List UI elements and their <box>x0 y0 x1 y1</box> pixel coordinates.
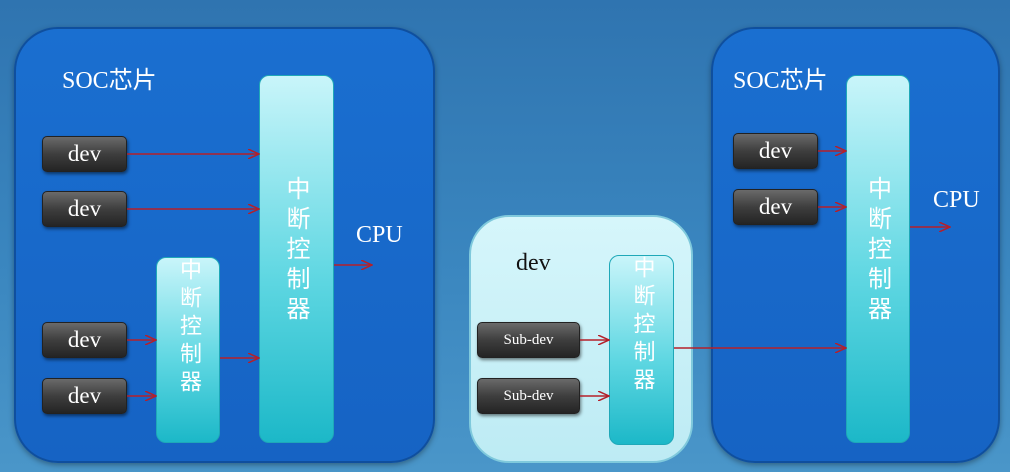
left-main-controller-label: 中断控制器 <box>282 176 310 326</box>
left-dev-4: dev <box>42 378 127 414</box>
left-dev-2: dev <box>42 191 127 227</box>
left-sub-controller-label: 中断控制器 <box>176 258 201 398</box>
middle-interrupt-controller: 中断控制器 <box>609 255 674 445</box>
left-sub-interrupt-controller: 中断控制器 <box>156 257 220 443</box>
right-controller-label: 中断控制器 <box>863 176 892 326</box>
right-cpu-label: CPU <box>933 187 980 213</box>
left-dev-3: dev <box>42 322 127 358</box>
middle-subdev-1: Sub-dev <box>477 322 580 358</box>
right-interrupt-controller: 中断控制器 <box>846 75 910 443</box>
right-dev-1: dev <box>733 133 818 169</box>
left-main-interrupt-controller: 中断控制器 <box>259 75 334 443</box>
middle-subdev-2: Sub-dev <box>477 378 580 414</box>
middle-controller-label: 中断控制器 <box>629 256 655 396</box>
right-soc-title: SOC芯片 <box>733 68 828 94</box>
middle-device-title: dev <box>516 250 551 276</box>
right-dev-2: dev <box>733 189 818 225</box>
left-dev-1: dev <box>42 136 127 172</box>
left-soc-title: SOC芯片 <box>62 68 157 94</box>
left-cpu-label: CPU <box>356 222 403 248</box>
